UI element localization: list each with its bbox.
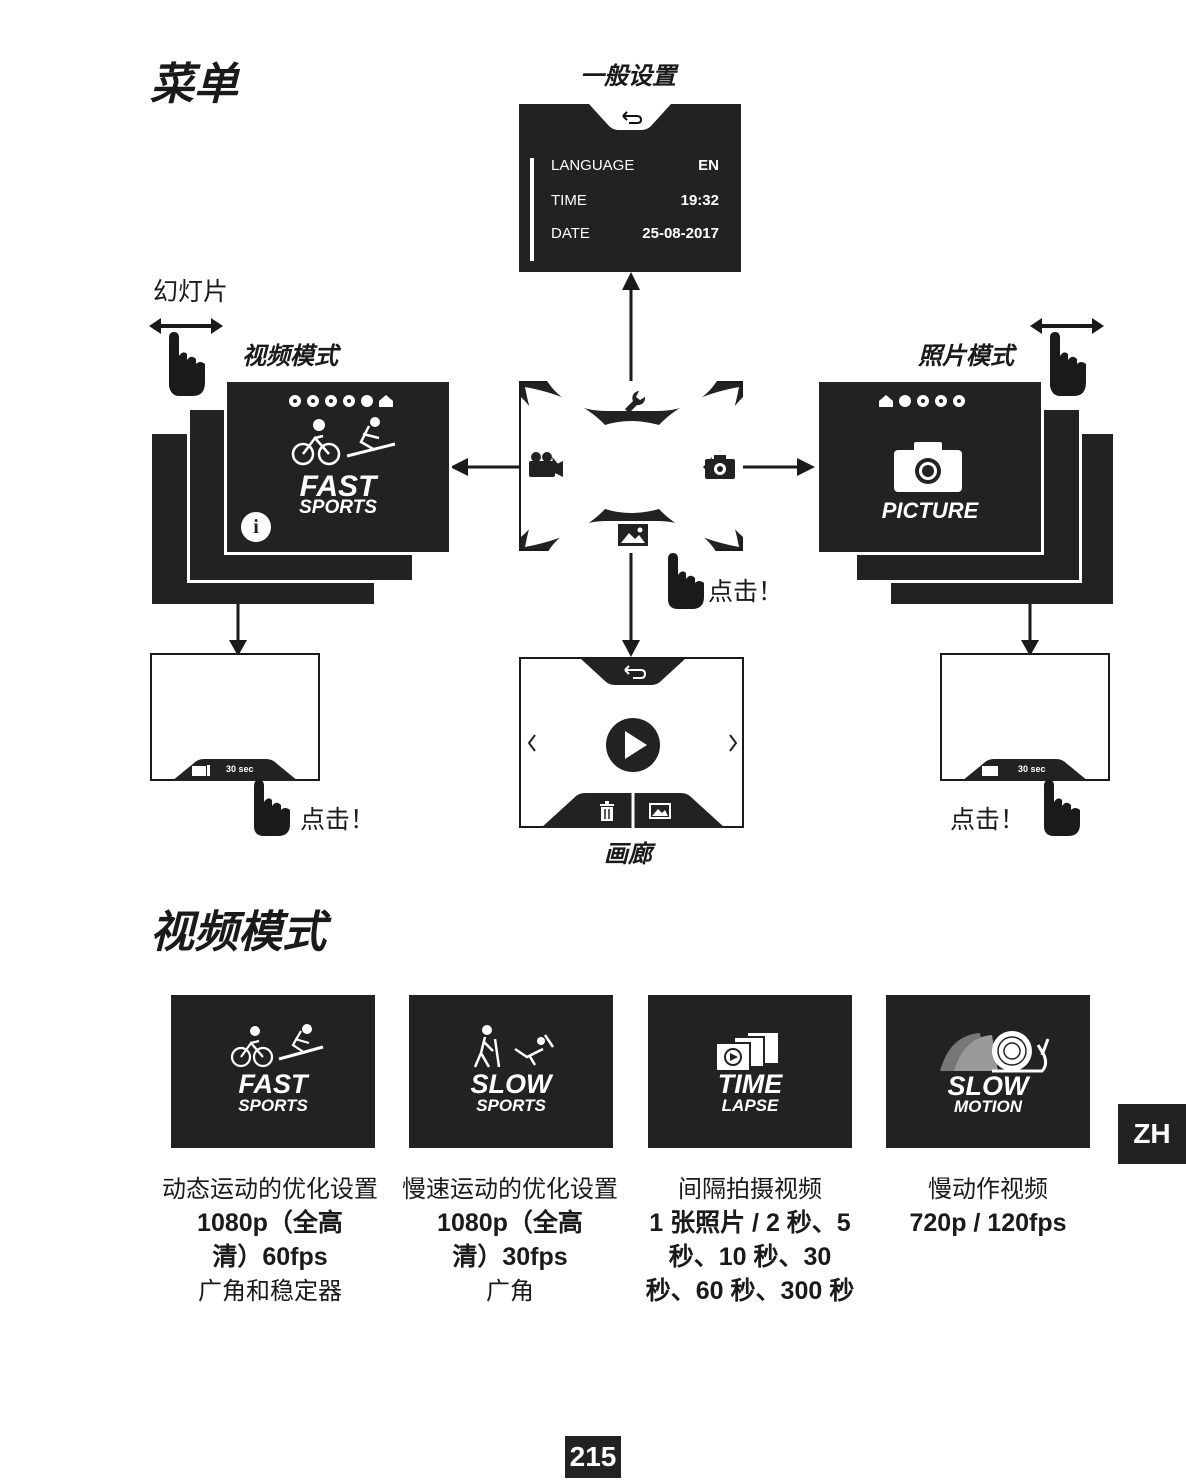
tap-hand-icon-center	[660, 553, 704, 609]
photo-mode-label: PICTURE	[819, 498, 1041, 524]
photo-record-icon	[982, 766, 998, 776]
photo-camera-icon[interactable]	[703, 453, 737, 481]
mode-tile-slow-motion: SLOW MOTION	[886, 995, 1090, 1148]
gallery-image-icon[interactable]	[617, 523, 649, 547]
gallery-prev-button[interactable]	[523, 729, 541, 759]
hiking-icon	[469, 1025, 559, 1069]
mode-tile-line2: MOTION	[886, 1097, 1090, 1117]
photo-mode-screen[interactable]: PICTURE	[816, 379, 1044, 555]
home-icon	[379, 395, 393, 407]
language-tab: ZH	[1118, 1104, 1186, 1164]
timelapse-icon	[714, 1033, 784, 1073]
camera-icon	[890, 438, 970, 494]
video-recording-screen: 30 sec	[150, 653, 320, 781]
video-record-icon	[192, 766, 206, 776]
settings-wrench-icon[interactable]	[621, 389, 645, 415]
tap-hand-icon-left	[246, 780, 290, 836]
video-mode-screen[interactable]: FAST SPORTS i	[224, 379, 452, 555]
mode-caption-slow-motion: 慢动作视频 720p / 120fps	[873, 1172, 1103, 1240]
info-icon[interactable]: i	[241, 512, 271, 542]
gallery-heading: 画廊	[604, 834, 652, 869]
mode-tile-slow-sports: SLOW SPORTS	[409, 995, 613, 1148]
snail-icon	[930, 1025, 1050, 1073]
play-button-icon[interactable]	[605, 717, 661, 773]
cycling-skiing-icon	[289, 416, 399, 466]
tap-hand-icon-right	[1036, 780, 1080, 836]
video-mode-section-heading: 视频模式	[150, 896, 326, 960]
home-icon	[879, 395, 893, 407]
tap-label-center: 点击！	[708, 572, 783, 608]
photo-mode-dots	[879, 394, 979, 408]
home-screen	[519, 381, 743, 551]
cycling-skiing-icon	[229, 1023, 325, 1067]
photo-timer: 30 sec	[1018, 764, 1046, 774]
tap-label-left: 点击！	[300, 800, 375, 836]
gallery-next-button[interactable]	[724, 729, 742, 759]
mode-tile-fast-sports: FAST SPORTS	[171, 995, 375, 1148]
mode-caption-time-lapse: 间隔拍摄视频 1 张照片 / 2 秒、5 秒、10 秒、30 秒、60 秒、30…	[635, 1172, 865, 1308]
video-camera-icon[interactable]	[527, 449, 565, 479]
gallery-thumbnail-icon[interactable]	[649, 803, 671, 819]
mode-tile-line2: SPORTS	[409, 1096, 613, 1116]
gallery-back-button[interactable]	[605, 659, 661, 685]
mode-tile-time-lapse: TIME LAPSE	[648, 995, 852, 1148]
mode-caption-fast-sports: 动态运动的优化设置 1080p（全高 清）60fps 广角和稳定器	[155, 1172, 385, 1308]
gallery-screen	[519, 657, 744, 828]
mode-tile-line2: SPORTS	[171, 1096, 375, 1116]
page-number: 215	[565, 1436, 621, 1478]
photo-recording-screen: 30 sec	[940, 653, 1110, 781]
delete-trash-icon[interactable]	[599, 801, 615, 821]
mode-dots	[287, 394, 407, 408]
swipe-hand-icon-left	[149, 316, 229, 396]
mode-tile-line2: LAPSE	[648, 1096, 852, 1116]
tap-label-right: 点击！	[950, 800, 1025, 836]
mode-caption-slow-sports: 慢速运动的优化设置 1080p（全高 清）30fps 广角	[395, 1172, 625, 1308]
video-timer: 30 sec	[226, 764, 254, 774]
